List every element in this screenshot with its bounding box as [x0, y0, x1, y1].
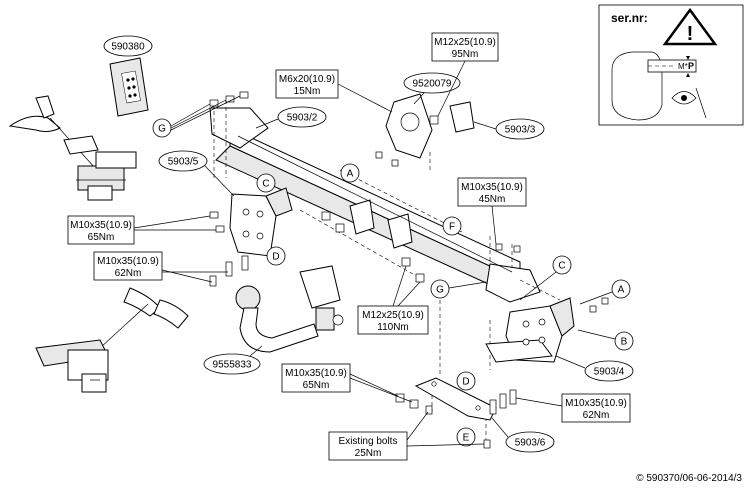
svg-text:9520079: 9520079 [413, 79, 452, 90]
torque-label-existing-bolts: Existing bolts 25Nm [328, 411, 485, 461]
svg-text:G: G [158, 124, 166, 135]
torque-label-m10-left-low: M10x35(10.9) 62Nm [93, 251, 228, 283]
letter-callout-D-bottom: D [456, 371, 476, 391]
svg-text:!: ! [687, 23, 694, 45]
svg-text:C: C [558, 261, 565, 272]
torque-label-m10-right: M10x35(10.9) 45Nm [457, 177, 527, 245]
svg-text:5903/6: 5903/6 [515, 438, 546, 449]
letter-callout-A-right: A [579, 279, 631, 305]
letter-callout-A-center: A [340, 163, 360, 183]
letter-callout-C-left: C [256, 173, 276, 193]
svg-text:65Nm: 65Nm [303, 380, 330, 391]
svg-text:C: C [262, 179, 269, 190]
svg-text:M10x35(10.9): M10x35(10.9) [70, 220, 132, 231]
sealant-application-illustration [8, 95, 137, 201]
letter-callout-G-left: G [152, 95, 241, 138]
svg-text:110Nm: 110Nm [377, 322, 409, 333]
svg-text:D: D [272, 252, 279, 263]
part-label-bracket-left: 5903/5 [158, 150, 235, 197]
svg-text:G: G [436, 285, 444, 296]
svg-text:M12x25(10.9): M12x25(10.9) [434, 37, 496, 48]
torque-label-m10-bottom: M10x35(10.9) 65Nm [281, 363, 413, 403]
svg-text:D: D [462, 377, 469, 388]
torque-label-m12-center: M12x25(10.9) 110Nm [357, 265, 429, 335]
copyright-footer: © 590370/06-06-2014/3 [636, 473, 742, 484]
svg-text:62Nm: 62Nm [115, 268, 142, 279]
svg-text:M10x35(10.9): M10x35(10.9) [565, 398, 627, 409]
torque-label-m10-left: M10x35(10.9) 65Nm [67, 215, 216, 245]
svg-text:15Nm: 15Nm [294, 86, 321, 97]
warning-triangle-icon: ! [662, 7, 718, 46]
serial-plate-letter: P [688, 61, 694, 71]
part-label-plate-lower: 5903/6 [491, 417, 555, 453]
svg-text:M6x20(10.9): M6x20(10.9) [279, 74, 335, 85]
bracket-right [485, 297, 575, 363]
letter-callout-G-center: G [430, 279, 487, 299]
part-label-bracket-right-rear: 5903/3 [473, 118, 545, 140]
letter-callout-D-left: D [266, 246, 286, 266]
svg-text:F: F [449, 222, 455, 233]
socket-plate [385, 93, 475, 159]
svg-text:45Nm: 45Nm [479, 194, 506, 205]
svg-text:65Nm: 65Nm [88, 232, 115, 243]
svg-text:590380: 590380 [111, 42, 145, 53]
svg-text:5903/3: 5903/3 [505, 125, 536, 136]
svg-text:Existing bolts: Existing bolts [339, 436, 398, 447]
bracket-left [229, 187, 293, 257]
svg-text:A: A [618, 285, 625, 296]
eye-icon [671, 87, 707, 119]
svg-text:62Nm: 62Nm [583, 410, 610, 421]
serial-title: ser.nr: [611, 11, 648, 25]
svg-text:M12x25(10.9): M12x25(10.9) [362, 310, 424, 321]
svg-text:5903/4: 5903/4 [594, 367, 625, 378]
svg-text:E: E [463, 433, 470, 444]
crossbar [209, 107, 541, 303]
ball-neck [235, 265, 344, 353]
svg-text:5903/2: 5903/2 [287, 113, 318, 124]
letter-callout-B: B [577, 329, 634, 351]
serial-plate-text: M* [678, 62, 688, 71]
torque-label-m6: M6x20(10.9) 15Nm [275, 69, 393, 113]
bolts-nuts [209, 91, 609, 449]
part-label-kit: 590380 [103, 35, 153, 57]
svg-text:B: B [621, 337, 628, 348]
letter-callout-C-right: C [519, 255, 572, 301]
part-label-crossbar: 5903/2 [255, 106, 327, 129]
part-label-socket-plate: 9520079 [403, 72, 461, 105]
part-label-ball: 9555833 [203, 345, 263, 375]
svg-text:25Nm: 25Nm [355, 448, 382, 459]
svg-text:95Nm: 95Nm [452, 49, 479, 60]
torque-label-m10-bottom-right: M10x35(10.9) 62Nm [515, 393, 631, 423]
serial-number-box: ser.nr: ! M* P [598, 4, 744, 126]
svg-text:M10x35(10.9): M10x35(10.9) [285, 368, 347, 379]
svg-text:M10x35(10.9): M10x35(10.9) [97, 256, 159, 267]
torque-label-m12-top: M12x25(10.9) 95Nm [431, 32, 499, 117]
kit-bag [109, 57, 149, 117]
svg-text:9555833: 9555833 [213, 360, 252, 371]
torque-wrench-illustration [35, 287, 189, 393]
letter-callout-E: E [456, 427, 476, 447]
part-label-bracket-right: 5903/4 [555, 355, 634, 382]
svg-text:5903/5: 5903/5 [168, 157, 199, 168]
svg-text:A: A [347, 169, 354, 180]
letter-callout-F: F [442, 216, 462, 236]
svg-text:M10x35(10.9): M10x35(10.9) [461, 182, 523, 193]
